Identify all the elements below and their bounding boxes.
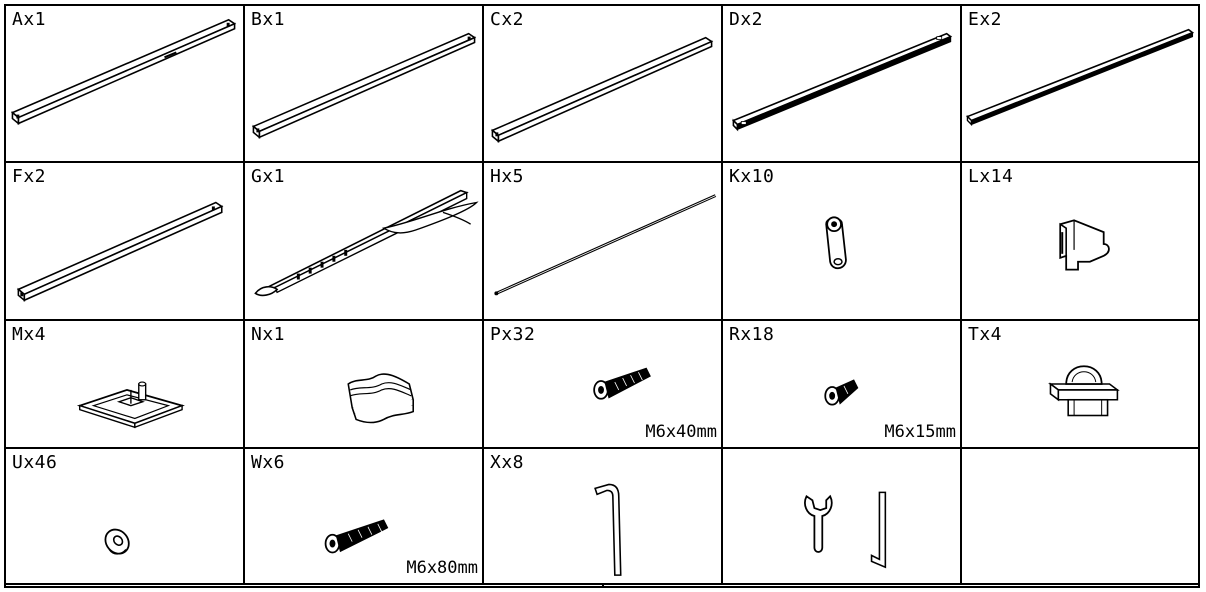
part-cell-m: Mx4 [6, 321, 245, 449]
part-cell-u: Ux46 [6, 449, 245, 585]
part-cell-empty [962, 449, 1198, 585]
part-label: Wx6 [251, 452, 286, 473]
part-label: Xx8 [490, 452, 525, 473]
part-cell-r: Rx18 M6x15mm [723, 321, 962, 449]
part-label: Hx5 [490, 166, 525, 187]
part-label: Rx18 [729, 324, 775, 345]
part-label: Ux46 [12, 452, 58, 473]
part-label: Nx1 [251, 324, 286, 345]
part-cell-h: Hx5 [484, 163, 723, 321]
part-cell-a: Ax1 [6, 6, 245, 163]
part-label: Ex2 [968, 9, 1003, 30]
wrench-and-allen-key-icon [723, 449, 960, 583]
part-cell-p: Px32 M6x40mm [484, 321, 723, 449]
thin-rod-icon [484, 163, 721, 319]
part-cell-e: Ex2 [962, 6, 1198, 163]
footer-divider [6, 585, 604, 586]
washer-icon [6, 449, 243, 583]
foot-cap-icon [962, 321, 1198, 447]
part-cell-d: Dx2 [723, 6, 962, 163]
part-cell-b: Bx1 [245, 6, 484, 163]
allen-key-icon [484, 449, 721, 583]
bolt-size-label: M6x80mm [406, 558, 478, 578]
part-cell-t: Tx4 [962, 321, 1198, 449]
part-cell-w: Wx6 M6x80mm [245, 449, 484, 585]
part-label: Px32 [490, 324, 536, 345]
parts-grid: Ax1 Bx1 [4, 4, 1200, 588]
part-label: Bx1 [251, 9, 286, 30]
bracket-clip-icon [962, 163, 1198, 319]
part-label: Gx1 [251, 166, 286, 187]
part-label: Cx2 [490, 9, 525, 30]
rail-d-icon [723, 6, 960, 161]
part-cell-x: Xx8 [484, 449, 723, 585]
part-label: Mx4 [12, 324, 47, 345]
hook-link-icon [723, 163, 960, 319]
slat-frame-icon [245, 163, 482, 319]
long-bolt-icon [245, 449, 482, 583]
part-label: Ax1 [12, 9, 47, 30]
rail-a-icon [6, 6, 243, 161]
part-label: Fx2 [12, 166, 47, 187]
bolt-size-label: M6x15mm [884, 422, 956, 442]
bolt-icon [484, 321, 721, 447]
part-cell-c: Cx2 [484, 6, 723, 163]
part-label: Tx4 [968, 324, 1003, 345]
rail-e-icon [962, 6, 1198, 161]
part-label: Kx10 [729, 166, 775, 187]
short-bolt-icon [723, 321, 960, 447]
part-cell-k: Kx10 [723, 163, 962, 321]
rail-f-icon [6, 163, 243, 319]
rail-c-icon [484, 6, 721, 161]
base-plate-icon [6, 321, 243, 447]
part-label: Lx14 [968, 166, 1014, 187]
rail-b-icon [245, 6, 482, 161]
part-cell-l: Lx14 [962, 163, 1198, 321]
part-cell-tools [723, 449, 962, 585]
part-cell-f: Fx2 [6, 163, 245, 321]
fabric-cover-icon [245, 321, 482, 447]
bolt-size-label: M6x40mm [645, 422, 717, 442]
part-cell-g: Gx1 [245, 163, 484, 321]
part-cell-n: Nx1 [245, 321, 484, 449]
part-label: Dx2 [729, 9, 764, 30]
